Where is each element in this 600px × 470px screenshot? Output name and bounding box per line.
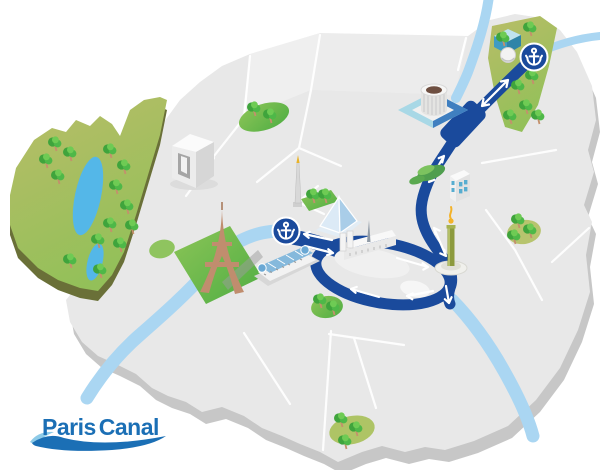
route-arrows (302, 78, 510, 305)
route-tunnel-segment (440, 100, 486, 148)
logo-word-paris: Paris (42, 414, 96, 440)
park-trocadero (149, 239, 175, 259)
louvre-pyramid-landmark (316, 195, 362, 238)
obelisk-landmark (293, 155, 302, 207)
notre-dame-spire (367, 220, 371, 242)
rotonde-landmark (398, 83, 468, 128)
anchor-stop-north[interactable] (519, 42, 549, 72)
bastille-gold-figure (449, 206, 453, 220)
bois-de-boulogne (10, 97, 167, 301)
bois-lake-upper (72, 156, 104, 236)
tuileries-landmark (301, 187, 339, 211)
eiffel-deck-low (205, 262, 239, 267)
logo-wave-dark (32, 435, 166, 451)
logo-waves (30, 431, 166, 451)
canal-north (451, 0, 494, 103)
bastille-column-landmark (434, 206, 468, 276)
roads (184, 33, 591, 452)
notre-dame-landmark (339, 220, 396, 260)
obelisk-gold-tip (296, 155, 300, 163)
district-highlight-2 (311, 33, 468, 95)
seine-east (445, 293, 540, 443)
grande-arche-landmark (170, 134, 218, 190)
eiffel-deck-high (212, 242, 232, 246)
anchor-stop-west[interactable] (271, 216, 301, 246)
district-highlight (242, 33, 320, 118)
grand-palais-landmark (254, 245, 320, 286)
eiffel-tower-landmark (174, 202, 263, 304)
logo-word-canal: Canal (98, 414, 160, 440)
canal-building-landmark (409, 164, 470, 202)
eiffel-tower-icon (200, 210, 244, 294)
